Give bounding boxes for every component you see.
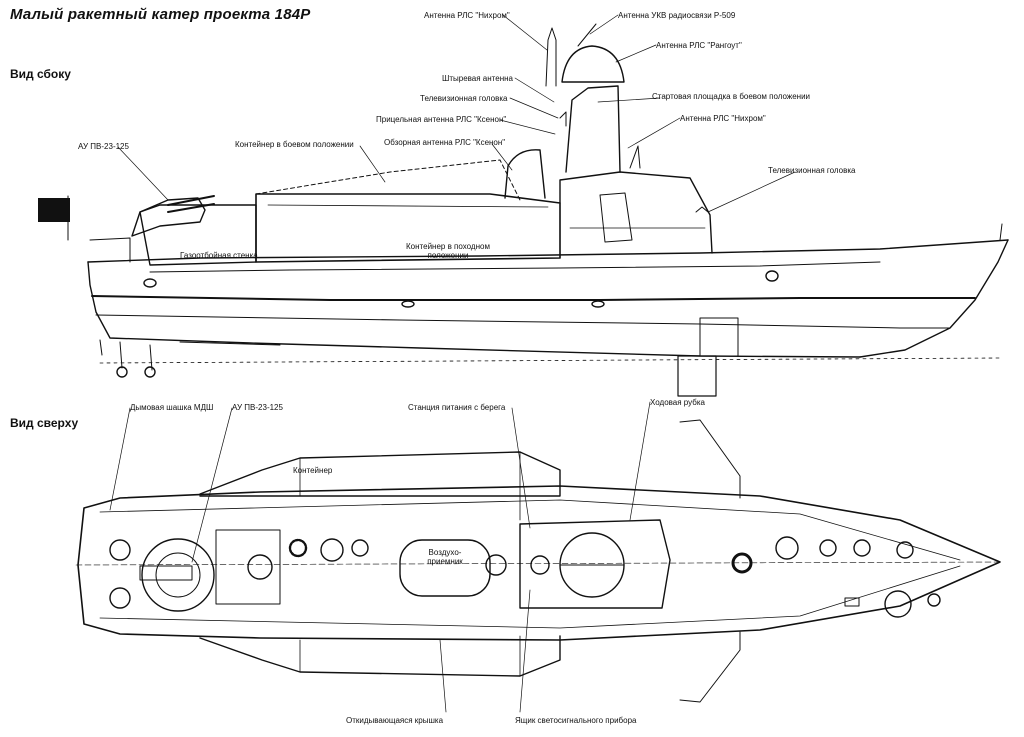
label-launch-pad: Стартовая площадка в боевом положении <box>652 92 811 101</box>
side-view-superstructure <box>139 23 1003 266</box>
label-nichrome-mast: Антенна РЛС "Нихром" <box>424 11 510 20</box>
side-view-appendages <box>99 317 1001 397</box>
label-whip-antenna: Штыревая антенна <box>442 74 513 83</box>
label-container-march-line1: Контейнер в походном <box>406 242 490 251</box>
label-rangout: Антенна РЛС "Рангоут" <box>656 41 742 50</box>
label-tv-head-top: Телевизионная головка <box>420 94 508 103</box>
drawing-title: Малый ракетный катер проекта 184Р <box>10 6 311 23</box>
top-view-hull <box>75 485 1001 641</box>
side-view-gun <box>38 195 215 263</box>
label-container-combat: Контейнер в боевом положении <box>235 140 354 149</box>
label-au-gun-side: АУ ПВ-23-125 <box>78 142 129 151</box>
label-xenon-aim: Прицельная антенна РЛС "Ксенон" <box>376 115 507 124</box>
label-smoke: Дымовая шашка МДШ <box>130 403 214 412</box>
label-wheelhouse: Ходовая рубка <box>650 398 705 407</box>
label-signal-box: Ящик светосигнального прибора <box>515 716 637 725</box>
label-tv-head-fwd: Телевизионная головка <box>768 166 856 175</box>
top-view-heading: Вид сверху <box>10 416 79 430</box>
label-air-intake-line2: приемник <box>427 557 463 566</box>
label-xenon-search: Обзорная антенна РЛС "Ксенон" <box>384 138 506 147</box>
label-blast-wall: Газоотбойная стенка <box>180 251 258 260</box>
label-container-march-line2: положении <box>427 251 469 260</box>
label-ukv-antenna: Антенна УКВ радиосвязи Р-509 <box>618 11 736 20</box>
side-view-heading: Вид сбоку <box>10 67 71 81</box>
label-shore-power: Станция питания с берега <box>408 403 506 412</box>
label-lid: Откидывающаяся крышка <box>346 716 444 725</box>
label-container-top: Контейнер <box>293 466 333 475</box>
label-container-march: Контейнер в походном положении <box>398 242 498 260</box>
top-view-leaders <box>109 401 651 713</box>
label-au-gun-top: АУ ПВ-23-125 <box>232 403 283 412</box>
label-nichrome-bridge: Антенна РЛС "Нихром" <box>680 114 766 123</box>
label-air-intake: Воздухо- приемник <box>412 548 478 566</box>
top-view-containers <box>199 419 741 703</box>
top-view-deck-equipment <box>109 519 941 618</box>
label-air-intake-line1: Воздухо- <box>428 548 462 557</box>
side-view-leaders <box>117 14 796 213</box>
side-view-hull <box>87 239 1009 358</box>
